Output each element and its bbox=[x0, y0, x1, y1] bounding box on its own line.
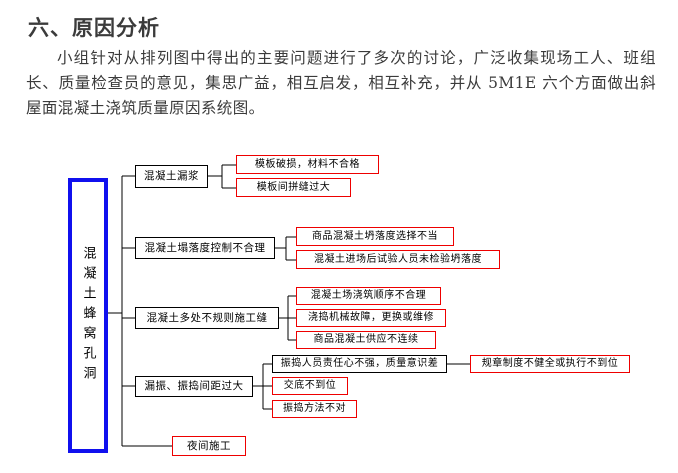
cause-node-4-1-label: 振捣人员责任心不强，质量意识差 bbox=[280, 358, 439, 369]
cause-node-3-2: 浇捣机械故障，更换或维修 bbox=[296, 309, 446, 327]
cause-node-2-2: 混凝土进场后试验人员未检验坍落度 bbox=[296, 250, 500, 269]
cause-node-1-2: 模板间拼缝过大 bbox=[236, 178, 351, 197]
cause-node-3-2-label: 浇捣机械故障，更换或维修 bbox=[308, 312, 434, 323]
root-node-label: 混凝土蜂窝孔洞 bbox=[80, 245, 96, 386]
cause-node-1-2-label: 模板间拼缝过大 bbox=[256, 181, 331, 193]
branch-node-1-label: 混凝土漏浆 bbox=[144, 170, 199, 183]
root-node-box: 混凝土蜂窝孔洞 bbox=[68, 178, 108, 453]
cause-node-3-1-label: 混凝土场浇筑顺序不合理 bbox=[310, 290, 427, 301]
cause-node-4-3-label: 振捣方法不对 bbox=[283, 403, 346, 414]
page-title: 六、原因分析 bbox=[28, 15, 160, 40]
branch-node-3: 混凝土多处不规则施工缝 bbox=[135, 307, 279, 329]
branch-node-4-label: 漏振、振捣间距过大 bbox=[144, 380, 244, 393]
branch-node-4: 漏振、振捣间距过大 bbox=[135, 376, 253, 397]
cause-node-1-1: 模板破损，材料不合格 bbox=[236, 155, 379, 174]
cause-node-3-1: 混凝土场浇筑顺序不合理 bbox=[296, 287, 441, 305]
diagram-connectors bbox=[108, 164, 470, 447]
cause-node-4-1: 振捣人员责任心不强，质量意识差 bbox=[272, 355, 447, 373]
branch-node-5-label: 夜间施工 bbox=[187, 439, 231, 452]
sub-cause-node-4-1: 规章制度不健全或执行不到位 bbox=[470, 355, 630, 373]
cause-node-4-3: 振捣方法不对 bbox=[272, 400, 357, 418]
cause-node-2-2-label: 混凝土进场后试验人员未检验坍落度 bbox=[314, 253, 482, 265]
branch-node-1: 混凝土漏浆 bbox=[135, 165, 208, 188]
sub-cause-node-4-1-label: 规章制度不健全或执行不到位 bbox=[481, 358, 619, 369]
cause-node-4-2-label: 交底不到位 bbox=[283, 380, 337, 391]
cause-and-effect-diagram: 混凝土蜂窝孔洞 混凝土漏浆 模板破损，材料不合格 模板间拼缝过大 混凝土塌落度控… bbox=[0, 150, 678, 473]
cause-node-3-3: 商品混凝土供应不连续 bbox=[296, 331, 436, 349]
branch-node-5: 夜间施工 bbox=[172, 436, 246, 456]
cause-node-4-2: 交底不到位 bbox=[272, 377, 348, 395]
cause-node-2-1: 商品混凝土坍落度选择不当 bbox=[296, 227, 454, 246]
body-paragraph: 小组针对从排列图中得出的主要问题进行了多次的讨论，广泛收集现场工人、班组长、质量… bbox=[26, 49, 656, 117]
branch-node-2-label: 混凝土塌落度控制不合理 bbox=[144, 241, 266, 254]
branch-node-3-label: 混凝土多处不规则施工缝 bbox=[146, 311, 268, 324]
cause-node-3-3-label: 商品混凝土供应不连续 bbox=[313, 334, 419, 345]
cause-node-2-1-label: 商品混凝土坍落度选择不当 bbox=[312, 230, 438, 242]
branch-node-2: 混凝土塌落度控制不合理 bbox=[135, 237, 275, 259]
cause-node-1-1-label: 模板破损，材料不合格 bbox=[255, 158, 360, 170]
